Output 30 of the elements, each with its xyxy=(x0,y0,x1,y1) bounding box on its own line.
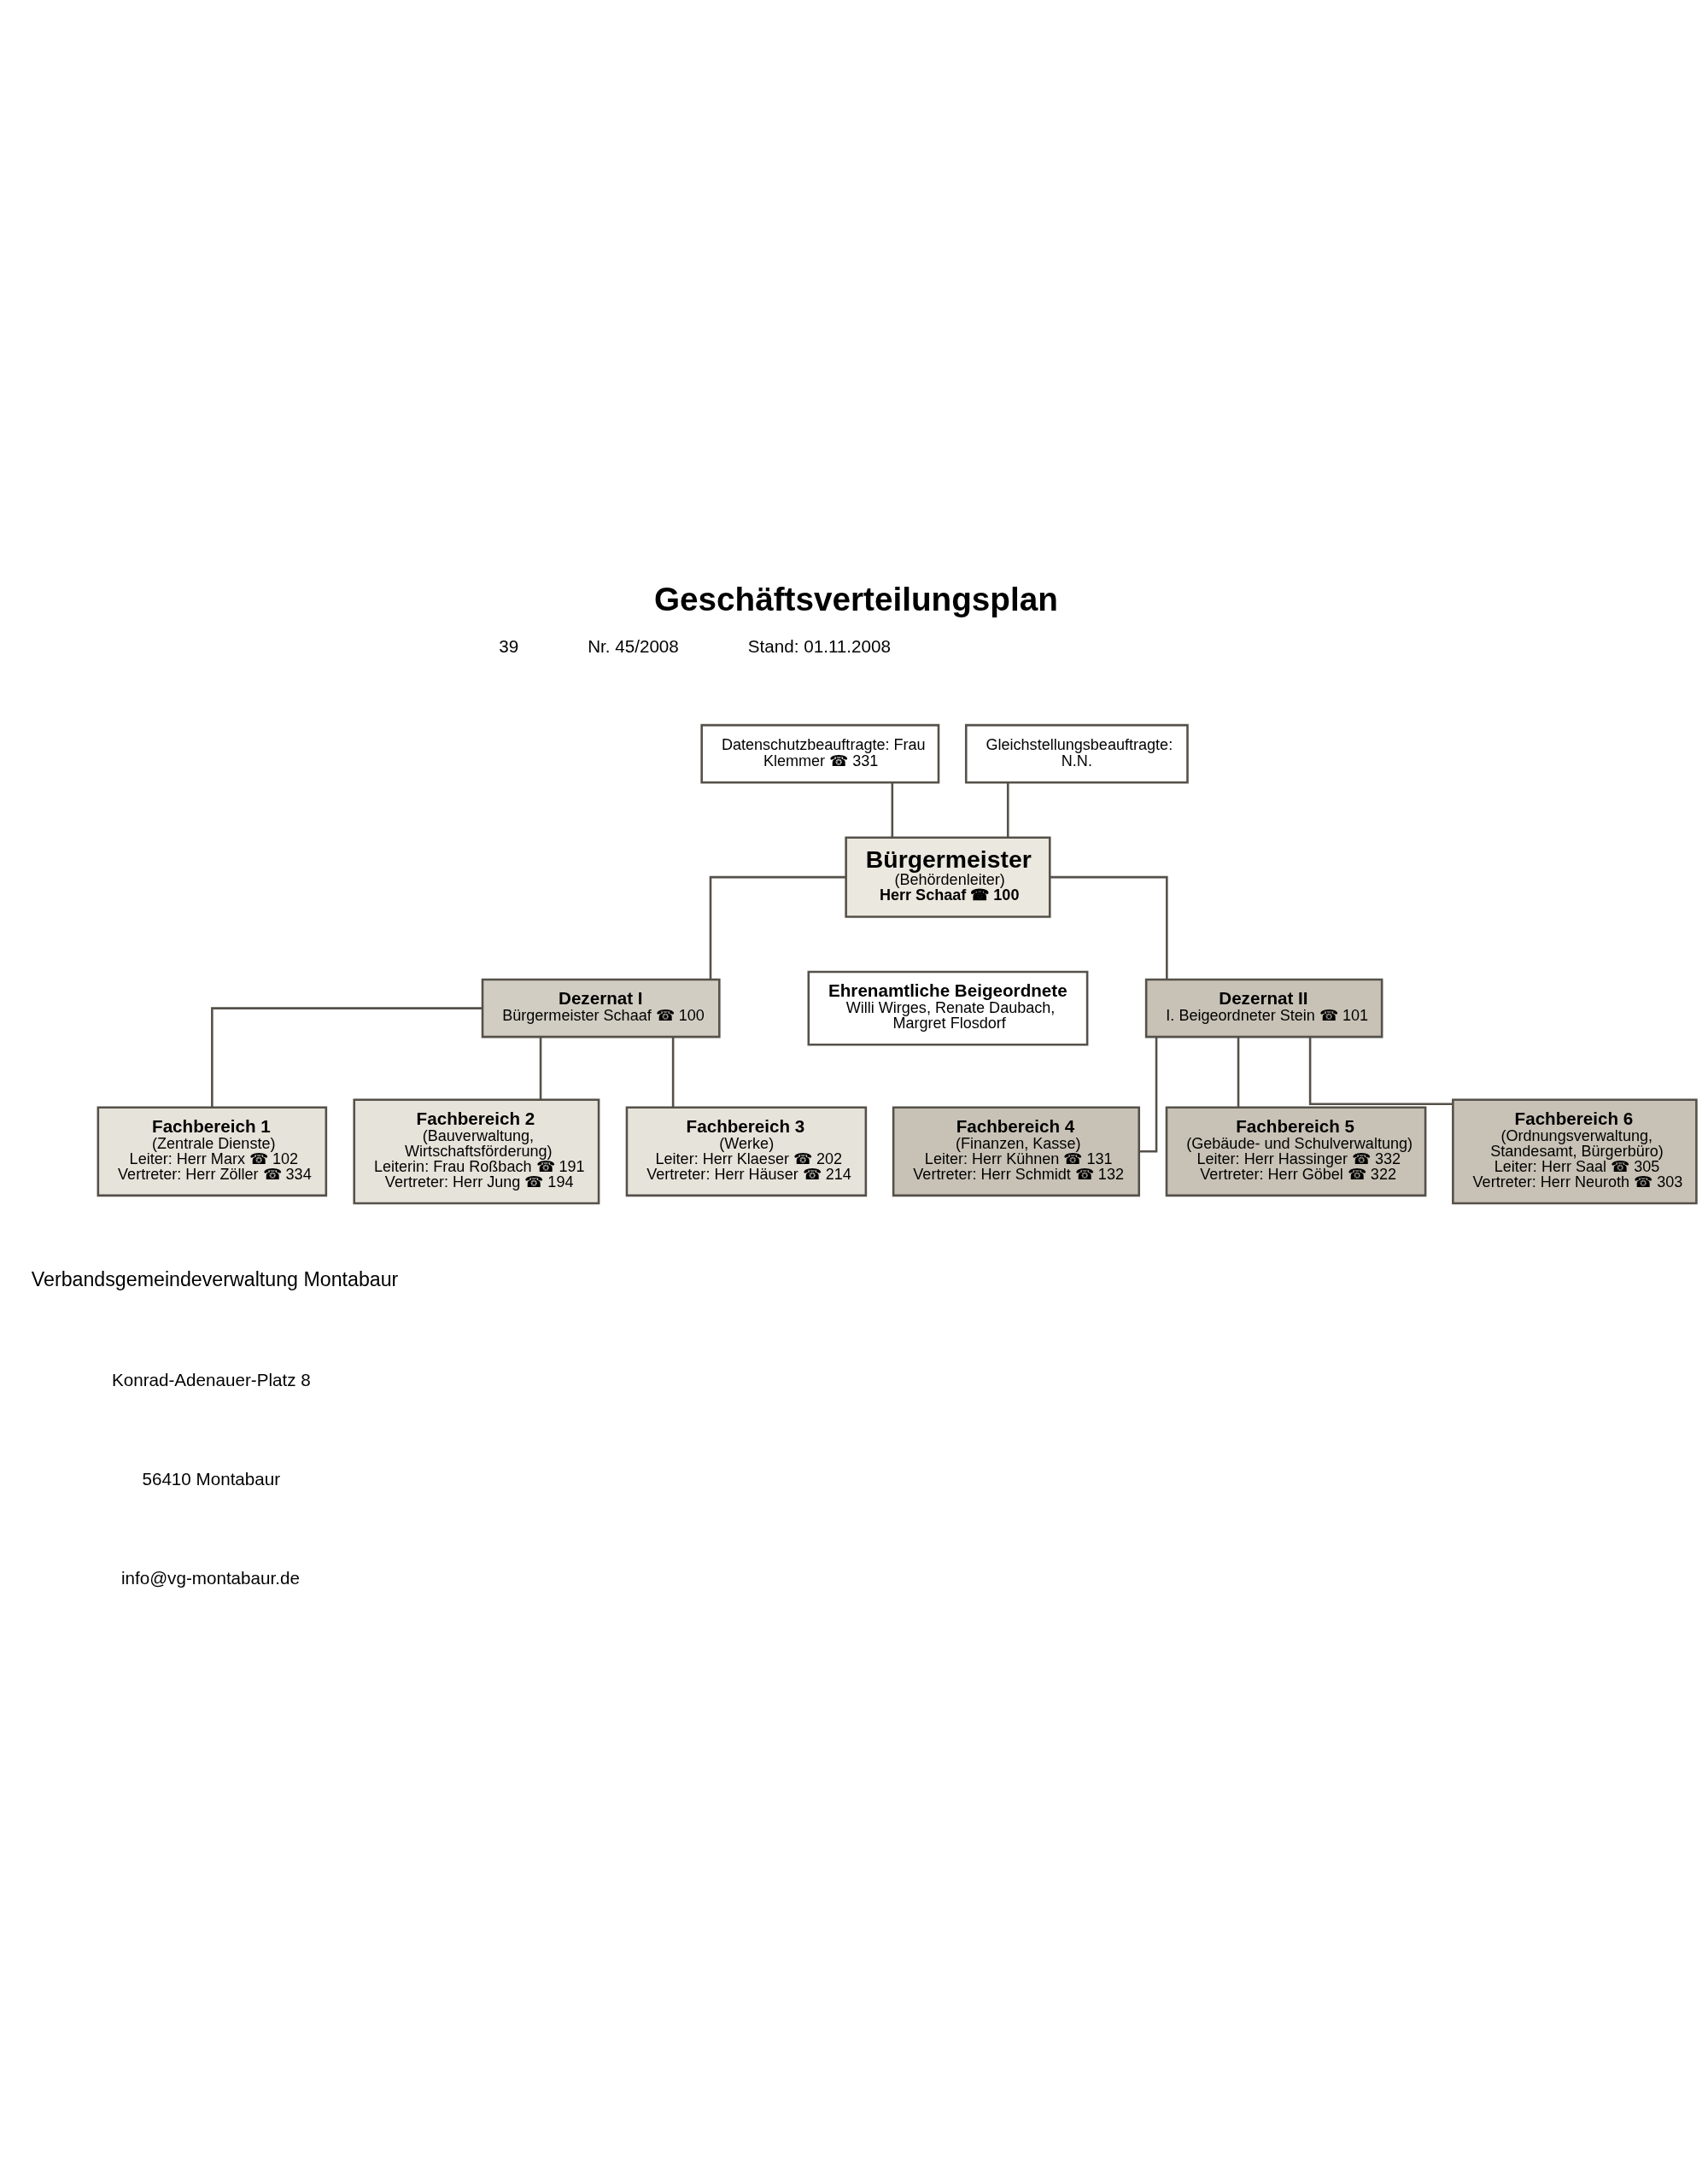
node-box: Fachbereich 1 (Zentrale Dienste) Leiter: Herr Marx ☎ 102 Vertreter: Herr Zöller ☎ 334 xyxy=(97,1105,328,1196)
node-box: Dezernat II I. Beigeordneter Stein ☎ 101 xyxy=(1144,978,1383,1038)
connector xyxy=(671,1037,675,1108)
node-box: Ehrenamtliche Beigeordnete Willi Wirges, Renate Daubach, Margret Flosdorf xyxy=(807,970,1089,1045)
node-box: Datenschutzbeauftragte: Frau Klemmer ☎ 331 xyxy=(700,723,940,783)
node-box: Fachbereich 6 (Ordnungsverwaltung, Standesamt, Bürgerbüro) Leiter: Herr Saal ☎ 305 Vertreter: Herr Neuroth ☎ 303 xyxy=(1452,1097,1698,1204)
connector xyxy=(1308,1036,1454,1105)
label: 56410 Montabaur xyxy=(142,1468,281,1489)
label: Stand: 01.11.2008 xyxy=(747,635,891,656)
node-box: Fachbereich 2 (Bauverwaltung, Wirtschaftsförderung) Leiterin: Frau Roßbach ☎ 191 Vertreter: Herr Jung ☎ 194 xyxy=(353,1097,600,1204)
diagram-title: Geschäftsverteilungsplan xyxy=(653,580,1058,617)
connector xyxy=(709,875,846,980)
connector xyxy=(1237,1037,1240,1108)
label: 39 xyxy=(499,635,519,656)
label: Nr. 45/2008 xyxy=(588,635,679,656)
connector xyxy=(539,1037,542,1100)
label: info@vg-montabaur.de xyxy=(120,1567,300,1588)
connector xyxy=(1006,782,1009,837)
node-box: Fachbereich 5 (Gebäude- und Schulverwaltung) Leiter: Herr Hassinger ☎ 332 Vertreter: Herr Göbel ☎ 322 xyxy=(1165,1105,1427,1196)
connector xyxy=(211,1006,483,1108)
node-box: Dezernat I Bürgermeister Schaaf ☎ 100 xyxy=(481,978,721,1038)
node-box: Bürgermeister (Behördenleiter) Herr Schaaf ☎ 100 xyxy=(845,835,1051,918)
node-box: Fachbereich 3 (Werke) Leiter: Herr Klaeser ☎ 202 Vertreter: Herr Häuser ☎ 214 xyxy=(625,1105,868,1196)
connector xyxy=(1050,875,1168,980)
connector xyxy=(1138,1037,1158,1153)
label: Verbandsgemeindeverwaltung Montabaur xyxy=(31,1267,399,1290)
node-box: Gleichstellungsbeauftragte: N.N. xyxy=(964,723,1189,783)
connector xyxy=(891,782,894,837)
node-box: Fachbereich 4 (Finanzen, Kasse) Leiter: Herr Kühnen ☎ 131 Vertreter: Herr Schmidt ☎ 132 xyxy=(892,1105,1141,1196)
label: Konrad-Adenauer-Platz 8 xyxy=(111,1369,311,1389)
